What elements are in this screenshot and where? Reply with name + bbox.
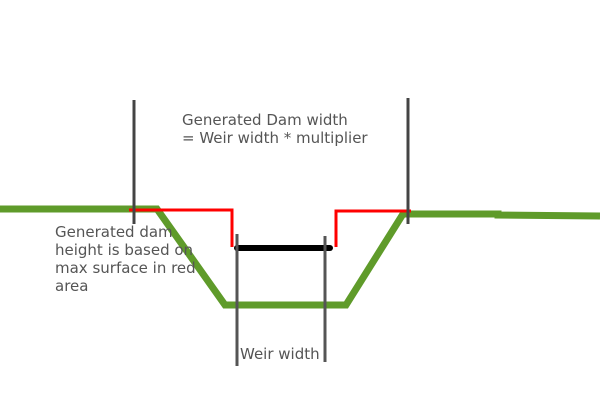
dam-width-label-line1: Generated Dam width	[182, 111, 348, 129]
dam-width-label: Generated Dam width = Weir width * multi…	[182, 111, 368, 147]
dam-height-label-line2: height is based on	[55, 241, 194, 259]
dam-height-label: Generated dam height is based on max sur…	[55, 223, 196, 295]
dam-width-label-line2: = Weir width * multiplier	[182, 129, 368, 147]
terrain-profile	[0, 205, 600, 309]
dam-height-label-line3: max surface in red	[55, 259, 196, 277]
dam-height-label-line1: Generated dam	[55, 223, 173, 241]
dam-height-label-line4: area	[55, 277, 89, 295]
red-area-right	[334, 209, 411, 247]
weir-width-label: Weir width	[240, 345, 320, 363]
red-area-left	[129, 208, 234, 247]
